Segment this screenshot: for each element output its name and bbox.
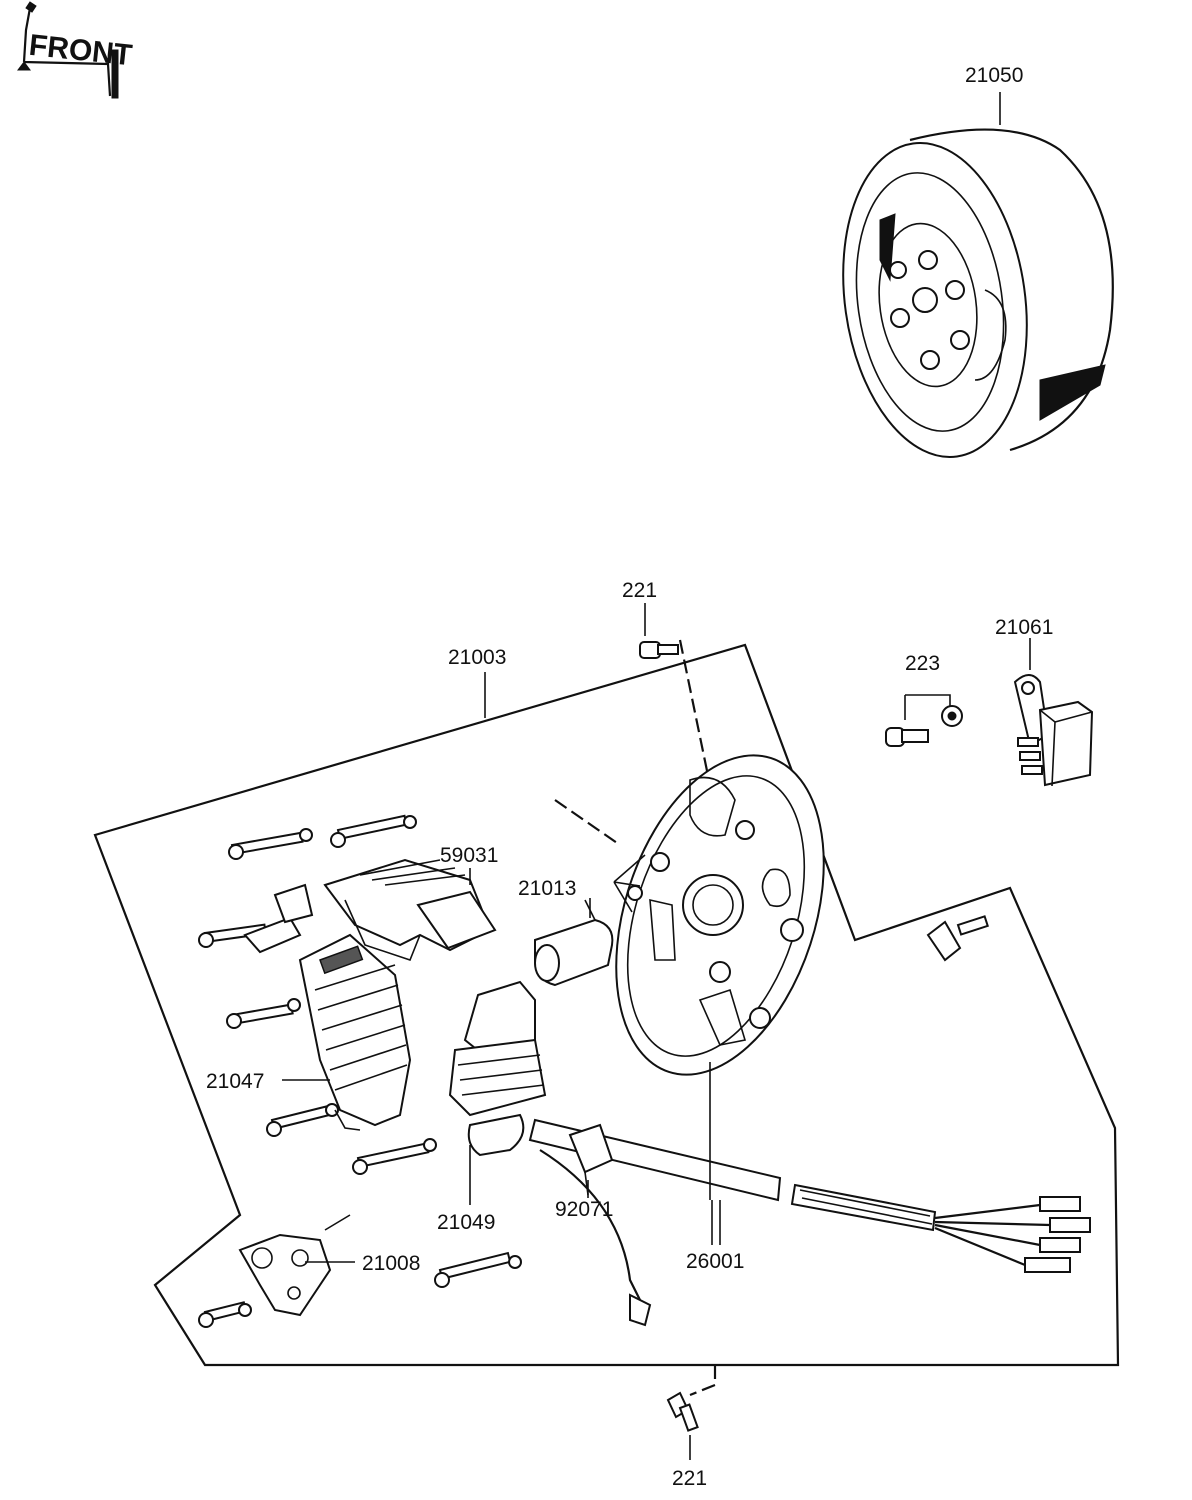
mounting-screws-left [198, 814, 522, 1328]
contact-breaker [238, 1214, 351, 1317]
callout-21013: 21013 [518, 877, 576, 900]
lead-clamp [243, 883, 314, 954]
callout-21061: 21061 [995, 616, 1053, 639]
charging-coil [298, 933, 412, 1131]
voltage-regulator [1013, 674, 1094, 787]
grommet-clamp [568, 1123, 614, 1196]
ignition-coil [534, 899, 614, 987]
lighting-coil [323, 858, 497, 961]
callout-21050: 21050 [965, 64, 1023, 87]
callout-26001: 26001 [686, 1250, 744, 1273]
bolt-and-washer [885, 694, 963, 747]
callout-21003: 21003 [448, 646, 506, 669]
callout-92071: 92071 [555, 1198, 613, 1221]
screw-top [639, 639, 714, 796]
screw-bottom [666, 1365, 717, 1460]
wiring-lead [528, 1118, 1091, 1327]
callout-21049: 21049 [437, 1211, 495, 1234]
plate-screw-right [926, 915, 989, 962]
front-label: FRONT [27, 29, 133, 73]
callout-21008: 21008 [362, 1252, 420, 1275]
flywheel-rotor [842, 128, 1114, 458]
exciter-coil-assembly [448, 980, 547, 1157]
front-direction-marker: FRONT [17, 1, 134, 99]
stator-base-plate [554, 754, 825, 1076]
callout-221-top: 221 [622, 579, 657, 602]
callout-223: 223 [905, 652, 940, 675]
callout-59031: 59031 [440, 844, 498, 867]
callout-221-bottom: 221 [672, 1467, 707, 1490]
callout-21047: 21047 [206, 1070, 264, 1093]
